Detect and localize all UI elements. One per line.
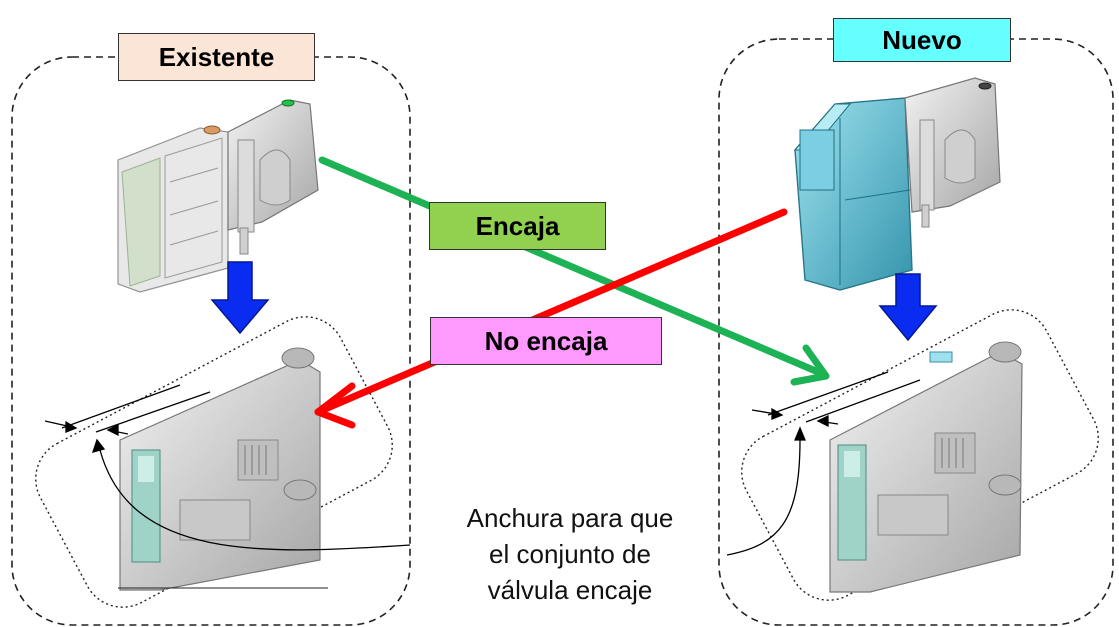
fits-arrow <box>318 156 830 386</box>
fits-label: Encaja <box>429 202 606 250</box>
width-caption: Anchura para que el conjunto de válvula … <box>420 500 720 608</box>
caption-line-2: el conjunto de <box>489 539 651 569</box>
caption-line-3: válvula encaje <box>487 575 653 605</box>
caption-line-1: Anchura para que <box>466 503 674 533</box>
existing-width-indicator <box>44 384 411 551</box>
not-fits-arrow <box>314 208 788 429</box>
not-fits-label: No encaja <box>430 317 662 365</box>
new-base <box>829 341 1023 593</box>
existing-label: Existente <box>118 33 315 81</box>
existing-base <box>119 347 321 591</box>
new-width-indicator <box>726 371 921 556</box>
existing-down-arrow <box>210 261 270 335</box>
new-label: Nuevo <box>833 18 1011 62</box>
new-valve-module <box>793 77 1001 291</box>
new-down-arrow <box>878 273 938 342</box>
existing-valve-module <box>117 99 319 293</box>
